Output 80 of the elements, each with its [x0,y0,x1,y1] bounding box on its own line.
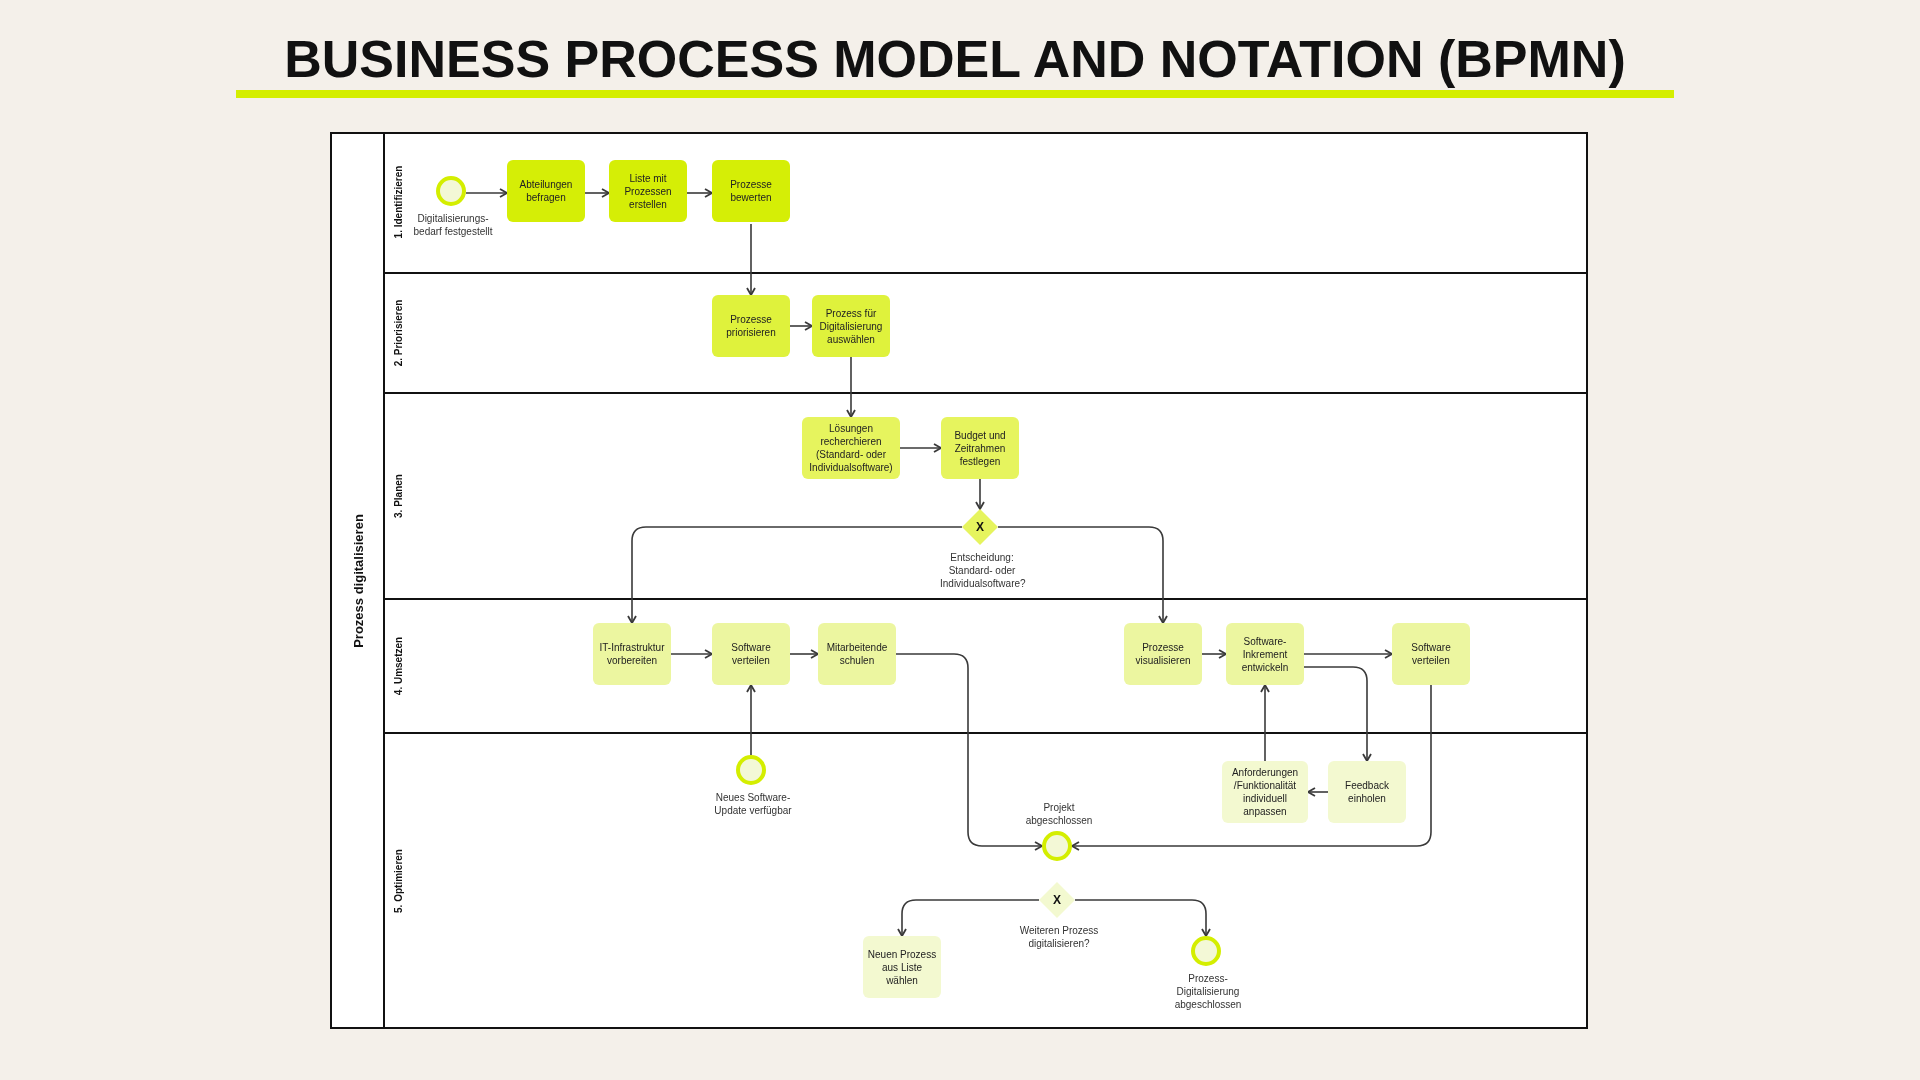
task-label: Software- Inkrement entwickeln [1240,634,1290,674]
task-box [802,417,900,479]
event-circle [436,176,466,206]
task-box [1392,623,1470,685]
task-box [1124,623,1202,685]
arrow [746,223,756,296]
arrow [899,443,942,453]
event-circle [1191,936,1221,966]
arrow [1303,666,1372,762]
arrow [1074,899,1211,937]
event-label: Projekt abgeschlossen [1024,801,1094,827]
task-box [812,295,890,357]
task-label: Software verteilen [730,641,772,667]
lane-label: 3. Planen [392,474,404,518]
event-label: Digitalisierungs- bedarf festgestellt [412,212,494,238]
event-circle [736,755,766,785]
task-box [507,160,585,222]
task-box [863,936,941,998]
arrow [627,526,963,624]
arrow [746,684,756,756]
event-label: Prozess- Digitalisierung abgeschlossen [1173,972,1243,1011]
pool-label: Prozess digitalisieren [350,513,366,648]
gateway-diamond [962,509,998,545]
task-box [609,160,687,222]
lane-label: 4. Umsetzen [392,636,404,696]
task-label: Software verteilen [1410,641,1452,667]
task-label: Lösungen recherchieren (Standard- oder Individualsoftware) [808,422,894,474]
task-label: Anforderungen /Funktionalität individuell anpassen [1230,766,1300,818]
lane-label: 5. Optimieren [392,848,404,913]
gateway-mark: X [1053,893,1061,907]
swimlane [383,272,1586,392]
event-label: Weiteren Prozess digitalisieren? [1018,924,1100,950]
arrow [975,478,985,510]
task-label: Prozesse bewerten [729,178,773,204]
task-box [712,160,790,222]
lane-label: 1. Identifizieren [392,165,404,239]
task-box [818,623,896,685]
arrow [1303,649,1393,659]
swimlane [383,598,1586,732]
arrow [895,653,1043,851]
arrow [686,188,713,198]
arrow [1260,684,1270,762]
arrow [897,899,1040,937]
arrow [465,188,508,198]
title: BUSINESS PROCESS MODEL AND NOTATION (BPMN) [236,28,1674,98]
task-label: Prozesse visualisieren [1134,641,1192,667]
arrow [789,649,819,659]
task-label: Budget und Zeitrahmen festlegen [953,428,1007,468]
task-box [593,623,671,685]
arrow [846,356,856,418]
task-label: Liste mit Prozessen erstellen [623,171,673,211]
task-box [941,417,1019,479]
task-box [1226,623,1304,685]
swimlane [383,732,1586,1027]
event-circle [1042,831,1072,861]
arrow [789,321,813,331]
task-box [712,623,790,685]
event-label: Neues Software- Update verfügbar [713,791,793,817]
arrow [670,649,713,659]
gateway-mark: X [976,520,984,534]
task-label: Prozess für Digitalisierung auswählen [818,306,884,346]
pool [330,132,1588,1029]
arrow [584,188,610,198]
swimlane [383,392,1586,598]
arrow [1071,684,1432,851]
task-box [1222,761,1308,823]
arrow [1201,649,1227,659]
task-label: Mitarbeitende schulen [825,641,889,667]
task-label: Neuen Prozess aus Liste wählen [866,947,938,987]
task-label: Feedback einholen [1344,779,1390,805]
lane-label: 2. Priorisieren [392,299,404,367]
task-label: IT-Infrastruktur vorbereiten [598,641,666,667]
task-box [1328,761,1406,823]
event-label: Entscheidung: Standard- oder Individualsoftware? [940,551,1024,590]
task-box [712,295,790,357]
gateway-diamond [1039,882,1075,918]
task-label: Abteilungen befragen [518,178,574,204]
task-label: Prozesse priorisieren [725,313,777,339]
arrow [1307,787,1329,797]
arrow [997,526,1168,624]
